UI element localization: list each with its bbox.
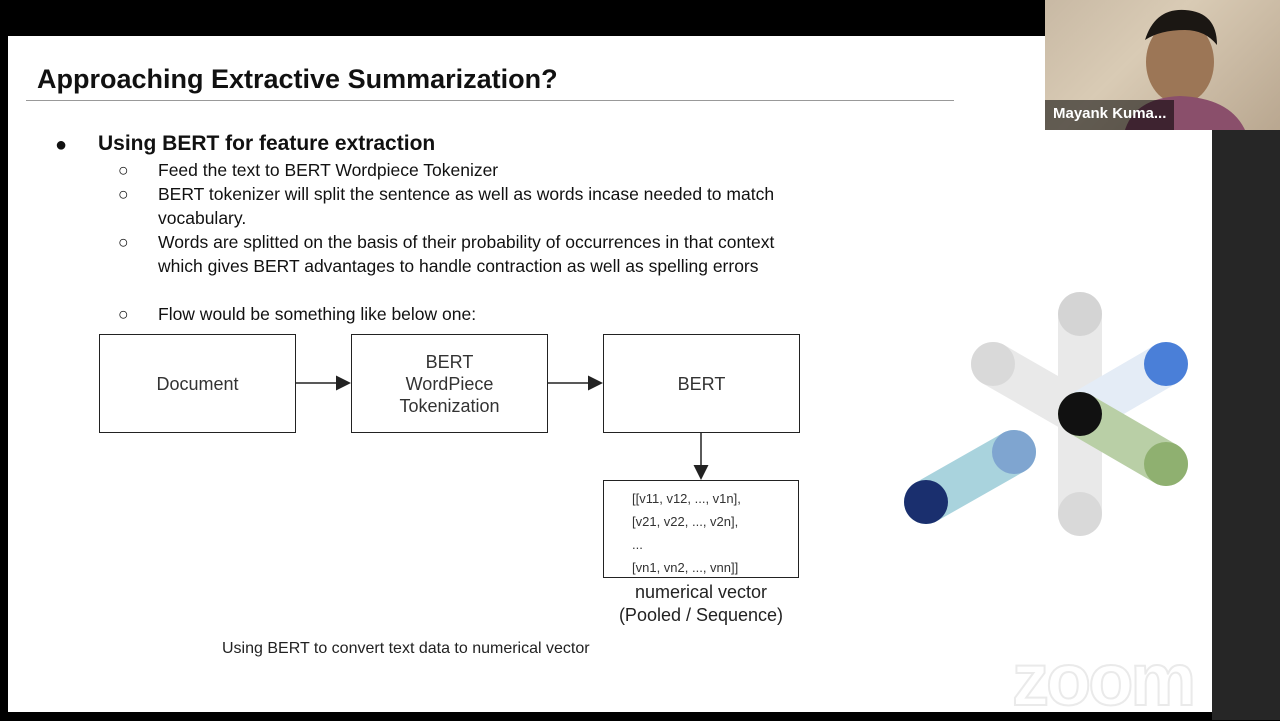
logo-dot-top [1058,292,1102,336]
vector-line-4: [vn1, vn2, ..., vnn]] [632,560,739,575]
vector-caption-line-1: numerical vector [634,582,768,602]
vector-line-3: ... [632,537,643,552]
slide-title: Approaching Extractive Summarization? [37,64,558,94]
sub-bullet-4: Flow would be something like below one: [158,304,477,324]
title-divider [26,100,954,101]
sub-bullet-marker-1: ○ [118,160,129,180]
diagram-box-tokenization: BERT WordPiece Tokenization [351,334,548,433]
side-panel [1212,130,1280,720]
sub-bullet-1: Feed the text to BERT Wordpiece Tokenize… [158,160,499,180]
logo-dot-left [971,342,1015,386]
logo-dot-lightblue [992,430,1036,474]
diagram-box-document: Document [99,334,296,433]
logo-dot-navy [904,480,948,524]
sub-bullet-3: Words are splitted on the basis of their… [158,232,775,276]
presentation-slide: Approaching Extractive Summarization? ● … [8,36,1212,712]
diagram-box-bert: BERT [603,334,800,433]
sub-bullet-marker-3: ○ [118,232,129,252]
zoom-watermark: zoom [1011,638,1197,721]
diagram-box-vector: [[v11, v12, ..., v1n], [v21, v22, ..., v… [603,480,799,578]
diagram-caption: Using BERT to convert text data to numer… [222,640,590,657]
decorative-logo-icon [904,292,1188,536]
logo-dot-center [1058,392,1102,436]
sub-bullet-2: BERT tokenizer will split the sentence a… [158,184,775,228]
main-bullet-text: Using BERT for feature extraction [98,132,436,155]
sub-bullet-marker-4: ○ [118,304,129,324]
vector-caption: numerical vector (Pooled / Sequence) [603,581,799,627]
main-bullet-dot: ● [55,134,68,156]
sub-bullet-marker-2: ○ [118,184,129,204]
vector-line-1: [[v11, v12, ..., v1n], [632,491,741,506]
vector-line-2: [v21, v22, ..., v2n], [632,514,739,529]
vector-caption-line-2: (Pooled / Sequence) [618,605,784,625]
diagram-arrows [296,375,709,480]
participant-name-tag: Mayank Kuma... [1045,100,1175,130]
logo-dot-green [1144,442,1188,486]
logo-dot-blue [1144,342,1188,386]
logo-dot-bottom [1058,492,1102,536]
